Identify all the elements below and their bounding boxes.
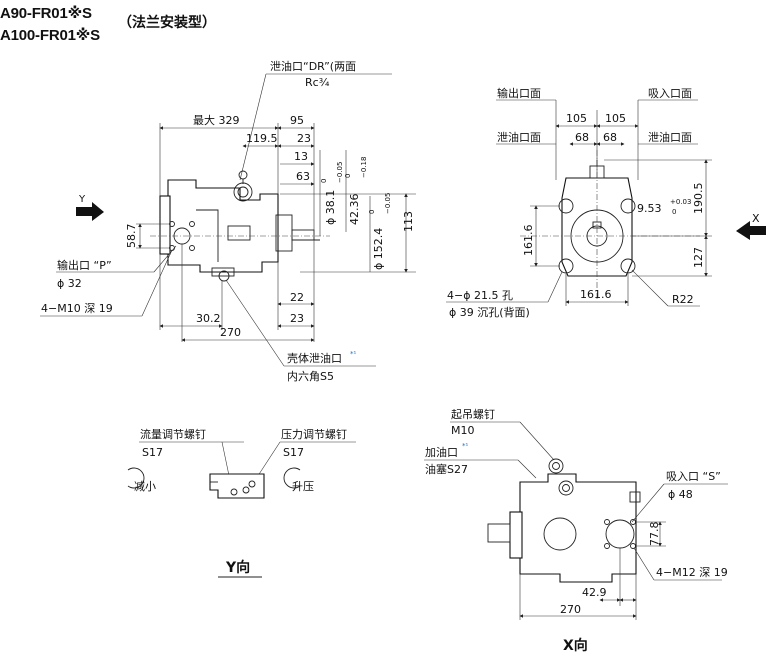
y-view-title: Y向 xyxy=(225,559,250,576)
dim-270: 270 xyxy=(220,326,241,339)
shaft xyxy=(291,229,315,241)
x-eyebolt-circle xyxy=(548,458,564,474)
drain-port-thread: Rc¾ xyxy=(305,76,330,89)
dim-key-tol-top: 0 xyxy=(344,174,352,178)
inlet-thread: 4−M12 深 19 xyxy=(656,566,728,579)
dim-68-right: 68 xyxy=(603,131,617,144)
dim-113: 113 xyxy=(402,211,415,232)
y-view-body xyxy=(209,473,265,499)
pressure-screw-label: 压力调节螺钉 xyxy=(281,428,347,441)
outlet-dia: ϕ 32 xyxy=(57,277,82,290)
holes-label: 4−ϕ 21.5 孔 xyxy=(447,289,513,302)
eyebolt-label: 起吊螺钉 xyxy=(451,408,495,421)
bolt-hole-tr xyxy=(620,198,636,214)
y-direction-arrow-icon xyxy=(76,202,104,221)
mount-type-label: （法兰安装型） xyxy=(118,15,216,31)
model-title-1: A90-FR01※S xyxy=(0,5,92,22)
fill-port-label: 加油口 xyxy=(425,445,458,459)
drain-face-left-label: 泄油口面 xyxy=(497,130,541,144)
dim-30-2: 30.2 xyxy=(196,312,221,325)
dim-key-tol-bot: 0 xyxy=(672,208,676,216)
drain-port-label: 泄油口“DR”(两面 xyxy=(270,59,356,73)
pressure-screw-size: S17 xyxy=(283,446,304,459)
y-arrow-label: Y xyxy=(78,194,86,205)
x-view-title: X向 xyxy=(563,637,588,654)
flow-screw-label: 流量调节螺钉 xyxy=(140,427,206,441)
decrease-label: 减小 xyxy=(134,480,156,493)
dim-pilot-tol-bot: −0.05 xyxy=(384,193,392,214)
case-drain-label: 壳体泄油口 xyxy=(287,351,342,365)
dim-key-height: 42.36 xyxy=(348,194,361,226)
dim-key-width: 9.53 xyxy=(637,202,662,215)
fill-port-mark: *¹ xyxy=(462,442,469,450)
dim-161-6-horizontal: 161.6 xyxy=(580,288,612,301)
dim-63: 63 xyxy=(296,170,310,183)
dim-13: 13 xyxy=(294,150,308,163)
dim-22: 22 xyxy=(290,291,304,304)
x-body-circle xyxy=(543,517,577,551)
dim-pilot-tol-top: 0 xyxy=(368,210,376,214)
outlet-face-label: 输出口面 xyxy=(497,86,541,100)
dim-shaft-tol-bot: −0.05 xyxy=(336,162,344,183)
dim-190-5: 190.5 xyxy=(692,183,705,215)
front-view: 输出口面 吸入口面 泄油口面 泄油口面 105 105 68 68 xyxy=(446,86,766,319)
x-view-shaft xyxy=(487,523,511,543)
inlet-label: 吸入口 “S” xyxy=(666,470,721,483)
x-view-body xyxy=(519,473,637,583)
drain-face-right-label: 泄油口面 xyxy=(648,130,692,144)
pump-body-outline xyxy=(167,179,279,273)
dim-shaft-dia: ϕ 38.1 xyxy=(324,190,337,225)
x-view: 起吊螺钉 M10 加油口 *¹ 油塞S27 吸入口 “S” ϕ 48 77.8 … xyxy=(424,408,728,654)
increase-label: 升压 xyxy=(292,480,314,493)
radius-label: R22 xyxy=(672,293,694,306)
fill-plug-label: 油塞S27 xyxy=(425,462,468,476)
flange-plate xyxy=(159,195,171,255)
dim-58-7: 58.7 xyxy=(125,224,138,249)
model-title-2: A100-FR01※S xyxy=(0,27,100,44)
dim-42-9: 42.9 xyxy=(582,586,607,599)
y-view: 流量调节螺钉 S17 压力调节螺钉 S17 减小 升压 Y向 xyxy=(127,427,356,578)
case-drain-plug: 内六角S5 xyxy=(287,369,334,383)
dim-119-5: 119.5 xyxy=(246,132,278,145)
eyebolt-size: M10 xyxy=(451,424,475,437)
x-arrow-label: X xyxy=(752,212,760,225)
dim-max-length: 最大 329 xyxy=(193,113,240,127)
inlet-face-label: 吸入口面 xyxy=(648,87,692,100)
side-view: Y 泄油口“DR”(两面 Rc¾ 最大 329 xyxy=(40,59,416,383)
outlet-label: 输出口 “P” xyxy=(57,258,112,272)
dim-23-top: 23 xyxy=(297,132,311,145)
decrease-rotate-icon xyxy=(127,467,145,489)
dim-105-right: 105 xyxy=(605,112,626,125)
dim-95: 95 xyxy=(290,114,304,127)
bolt-hole-br xyxy=(620,258,636,274)
dim-key-tol-top: +0.03 xyxy=(670,198,691,206)
outlet-thread: 4−M10 深 19 xyxy=(41,302,113,315)
dim-shaft-tol-top: 0 xyxy=(320,179,328,183)
dim-161-6-vertical: 161.6 xyxy=(522,225,535,257)
increase-rotate-icon xyxy=(283,467,301,489)
flow-screw-size: S17 xyxy=(142,446,163,459)
dim-68-left: 68 xyxy=(575,131,589,144)
dim-127: 127 xyxy=(692,247,705,268)
dim-105-left: 105 xyxy=(566,112,587,125)
x-direction-arrow-icon xyxy=(736,221,766,240)
inlet-dia: ϕ 48 xyxy=(668,488,693,501)
counterbore-label: ϕ 39 沉孔(背面) xyxy=(449,305,530,319)
dim-key-tol-bot: −0.18 xyxy=(360,157,368,178)
dim-77-8: 77.8 xyxy=(648,522,661,547)
dim-pilot-dia: ϕ 152.4 xyxy=(372,228,385,270)
case-drain-mark: *¹ xyxy=(350,350,357,358)
dim-270-x: 270 xyxy=(560,603,581,616)
dim-23-bot: 23 xyxy=(290,312,304,325)
